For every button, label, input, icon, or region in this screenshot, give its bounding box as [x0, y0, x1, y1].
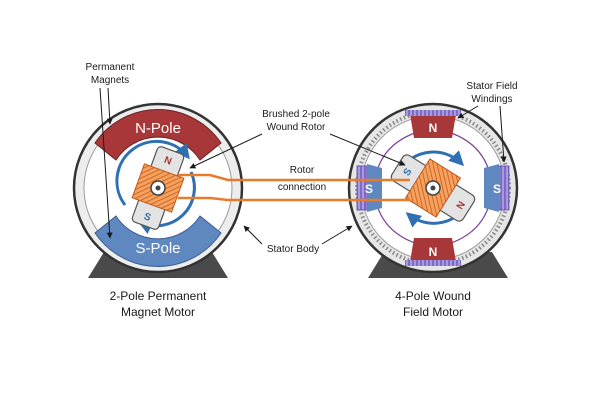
- right-caption-line1: 4-Pole Wound: [395, 289, 471, 303]
- left-rotor-s: S: [142, 211, 152, 224]
- right-top-pole-label: N: [429, 121, 438, 135]
- stator-windings-label-line1: Stator Field: [466, 81, 517, 92]
- right-rotor-n: N: [455, 200, 468, 212]
- permanent-magnets-label-line2: Magnets: [91, 75, 129, 86]
- left-rotor-n: N: [162, 155, 173, 168]
- right-bottom-pole-label: N: [429, 245, 438, 259]
- south-pole-label: S-Pole: [135, 240, 180, 257]
- brushed-rotor-label-line2: Wound Rotor: [267, 122, 326, 133]
- right-left-pole-label: S: [365, 182, 373, 196]
- left-rotation-arrow: [115, 139, 190, 206]
- permanent-magnets-label-line1: Permanent: [86, 62, 135, 73]
- stator-body-label: Stator Body: [267, 244, 319, 255]
- rotor-connection-wires: [178, 173, 410, 202]
- right-right-pole-label: S: [493, 182, 501, 196]
- right-motor: N N S S S N: [347, 102, 519, 278]
- right-bottom-pole: [410, 238, 456, 262]
- left-motor: N-Pole S-Pole N S: [72, 102, 244, 278]
- south-pole-magnet: [94, 215, 222, 267]
- left-caption-line1: 2-Pole Permanent: [110, 289, 207, 303]
- left-caption-line2: Magnet Motor: [121, 305, 195, 319]
- right-top-pole: [410, 114, 456, 138]
- stator-windings-label-line2: Windings: [471, 94, 512, 105]
- callouts: Permanent Magnets Brushed 2-pole Wound R…: [86, 62, 518, 255]
- right-right-pole: [484, 164, 499, 212]
- north-pole-label: N-Pole: [135, 120, 181, 137]
- brushed-rotor-label-line1: Brushed 2-pole: [262, 109, 330, 120]
- right-caption-line2: Field Motor: [403, 305, 463, 319]
- rotor-connection-label-line1: Rotor: [290, 165, 315, 176]
- right-rotor-s: S: [402, 166, 415, 178]
- rotor-connection-label-line2: connection: [278, 182, 326, 193]
